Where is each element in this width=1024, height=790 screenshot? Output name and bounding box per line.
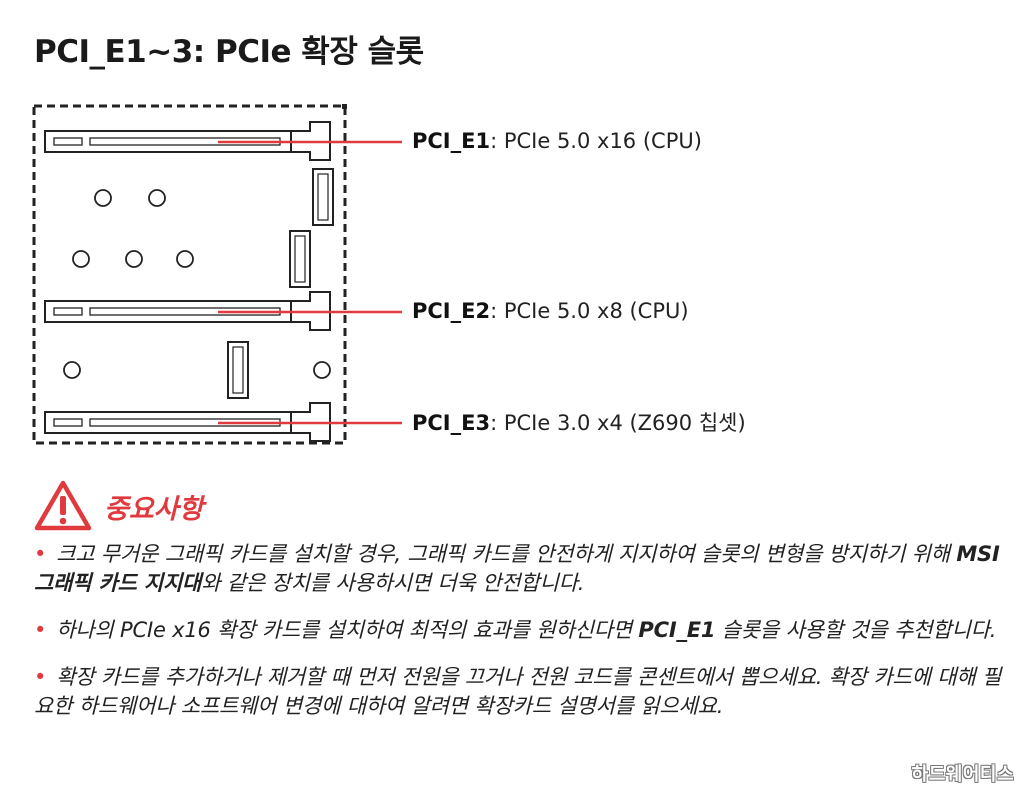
note-text: 하나의 PCIe x16 확장 카드를 설치하여 최적의 효과를 원하신다면: [56, 618, 639, 642]
slot-name: PCI_E1: [412, 129, 491, 153]
slot-label-pci-e3: PCI_E3: PCIe 3.0 x4 (Z690 칩셋): [412, 413, 746, 434]
note-text: 슬롯을 사용할 것을 추천합니다.: [715, 618, 997, 642]
list-item: • 크고 무거운 그래픽 카드를 설치할 경우, 그래픽 카드를 안전하게 지지하…: [34, 540, 1009, 598]
watermark: 하드웨어티스: [911, 764, 1014, 785]
note-emphasis: PCI_E1: [638, 618, 716, 642]
slot-spec: : PCIe 5.0 x16 (CPU): [490, 129, 702, 153]
callout-lines: [218, 140, 402, 425]
notes-list: • 크고 무거운 그래픽 카드를 설치할 경우, 그래픽 카드를 안전하게 지지하…: [34, 540, 1009, 739]
slot-label-pci-e1: PCI_E1: PCIe 5.0 x16 (CPU): [412, 131, 702, 152]
pcie-slot-diagram: [32, 104, 402, 445]
bullet: •: [34, 665, 47, 689]
slot-name: PCI_E3: [412, 411, 491, 435]
warning-icon: [34, 480, 92, 531]
slot-name: PCI_E2: [412, 299, 491, 323]
note-text: 와 같은 장치를 사용하시면 더욱 안전합니다.: [201, 571, 585, 595]
note-text: 크고 무거운 그래픽 카드를 설치할 경우, 그래픽 카드를 안전하게 지지하여…: [56, 542, 957, 566]
important-heading: 중요사항: [34, 478, 203, 534]
list-item: •하나의 PCIe x16 확장 카드를 설치하여 최적의 효과를 원하신다면 …: [34, 616, 1009, 645]
important-label: 중요사항: [104, 493, 204, 525]
m2-connector-1: [312, 168, 334, 226]
bullet: •: [34, 542, 47, 566]
bullet: •: [34, 618, 47, 642]
screw-holes: [63, 189, 331, 379]
slot-spec: : PCIe 3.0 x4 (Z690 칩셋): [490, 411, 746, 435]
note-text: 확장 카드를 추가하거나 제거할 때 먼저 전원을 끄거나 전원 코드를 콘센트…: [34, 665, 1002, 718]
page-title: PCI_E1~3: PCIe 확장 슬롯: [34, 34, 424, 70]
list-item: •확장 카드를 추가하거나 제거할 때 먼저 전원을 끄거나 전원 코드를 콘센…: [34, 663, 1009, 721]
board-corner-mark: [342, 104, 347, 109]
m2-connector-3: [227, 341, 249, 399]
slot-spec: : PCIe 5.0 x8 (CPU): [490, 299, 689, 323]
m2-connector-2: [289, 230, 311, 288]
note-emphasis: MSI 그래픽 카드 지지대: [34, 542, 1000, 595]
slot-label-pci-e2: PCI_E2: PCIe 5.0 x8 (CPU): [412, 301, 689, 322]
board-outline: [32, 104, 347, 445]
